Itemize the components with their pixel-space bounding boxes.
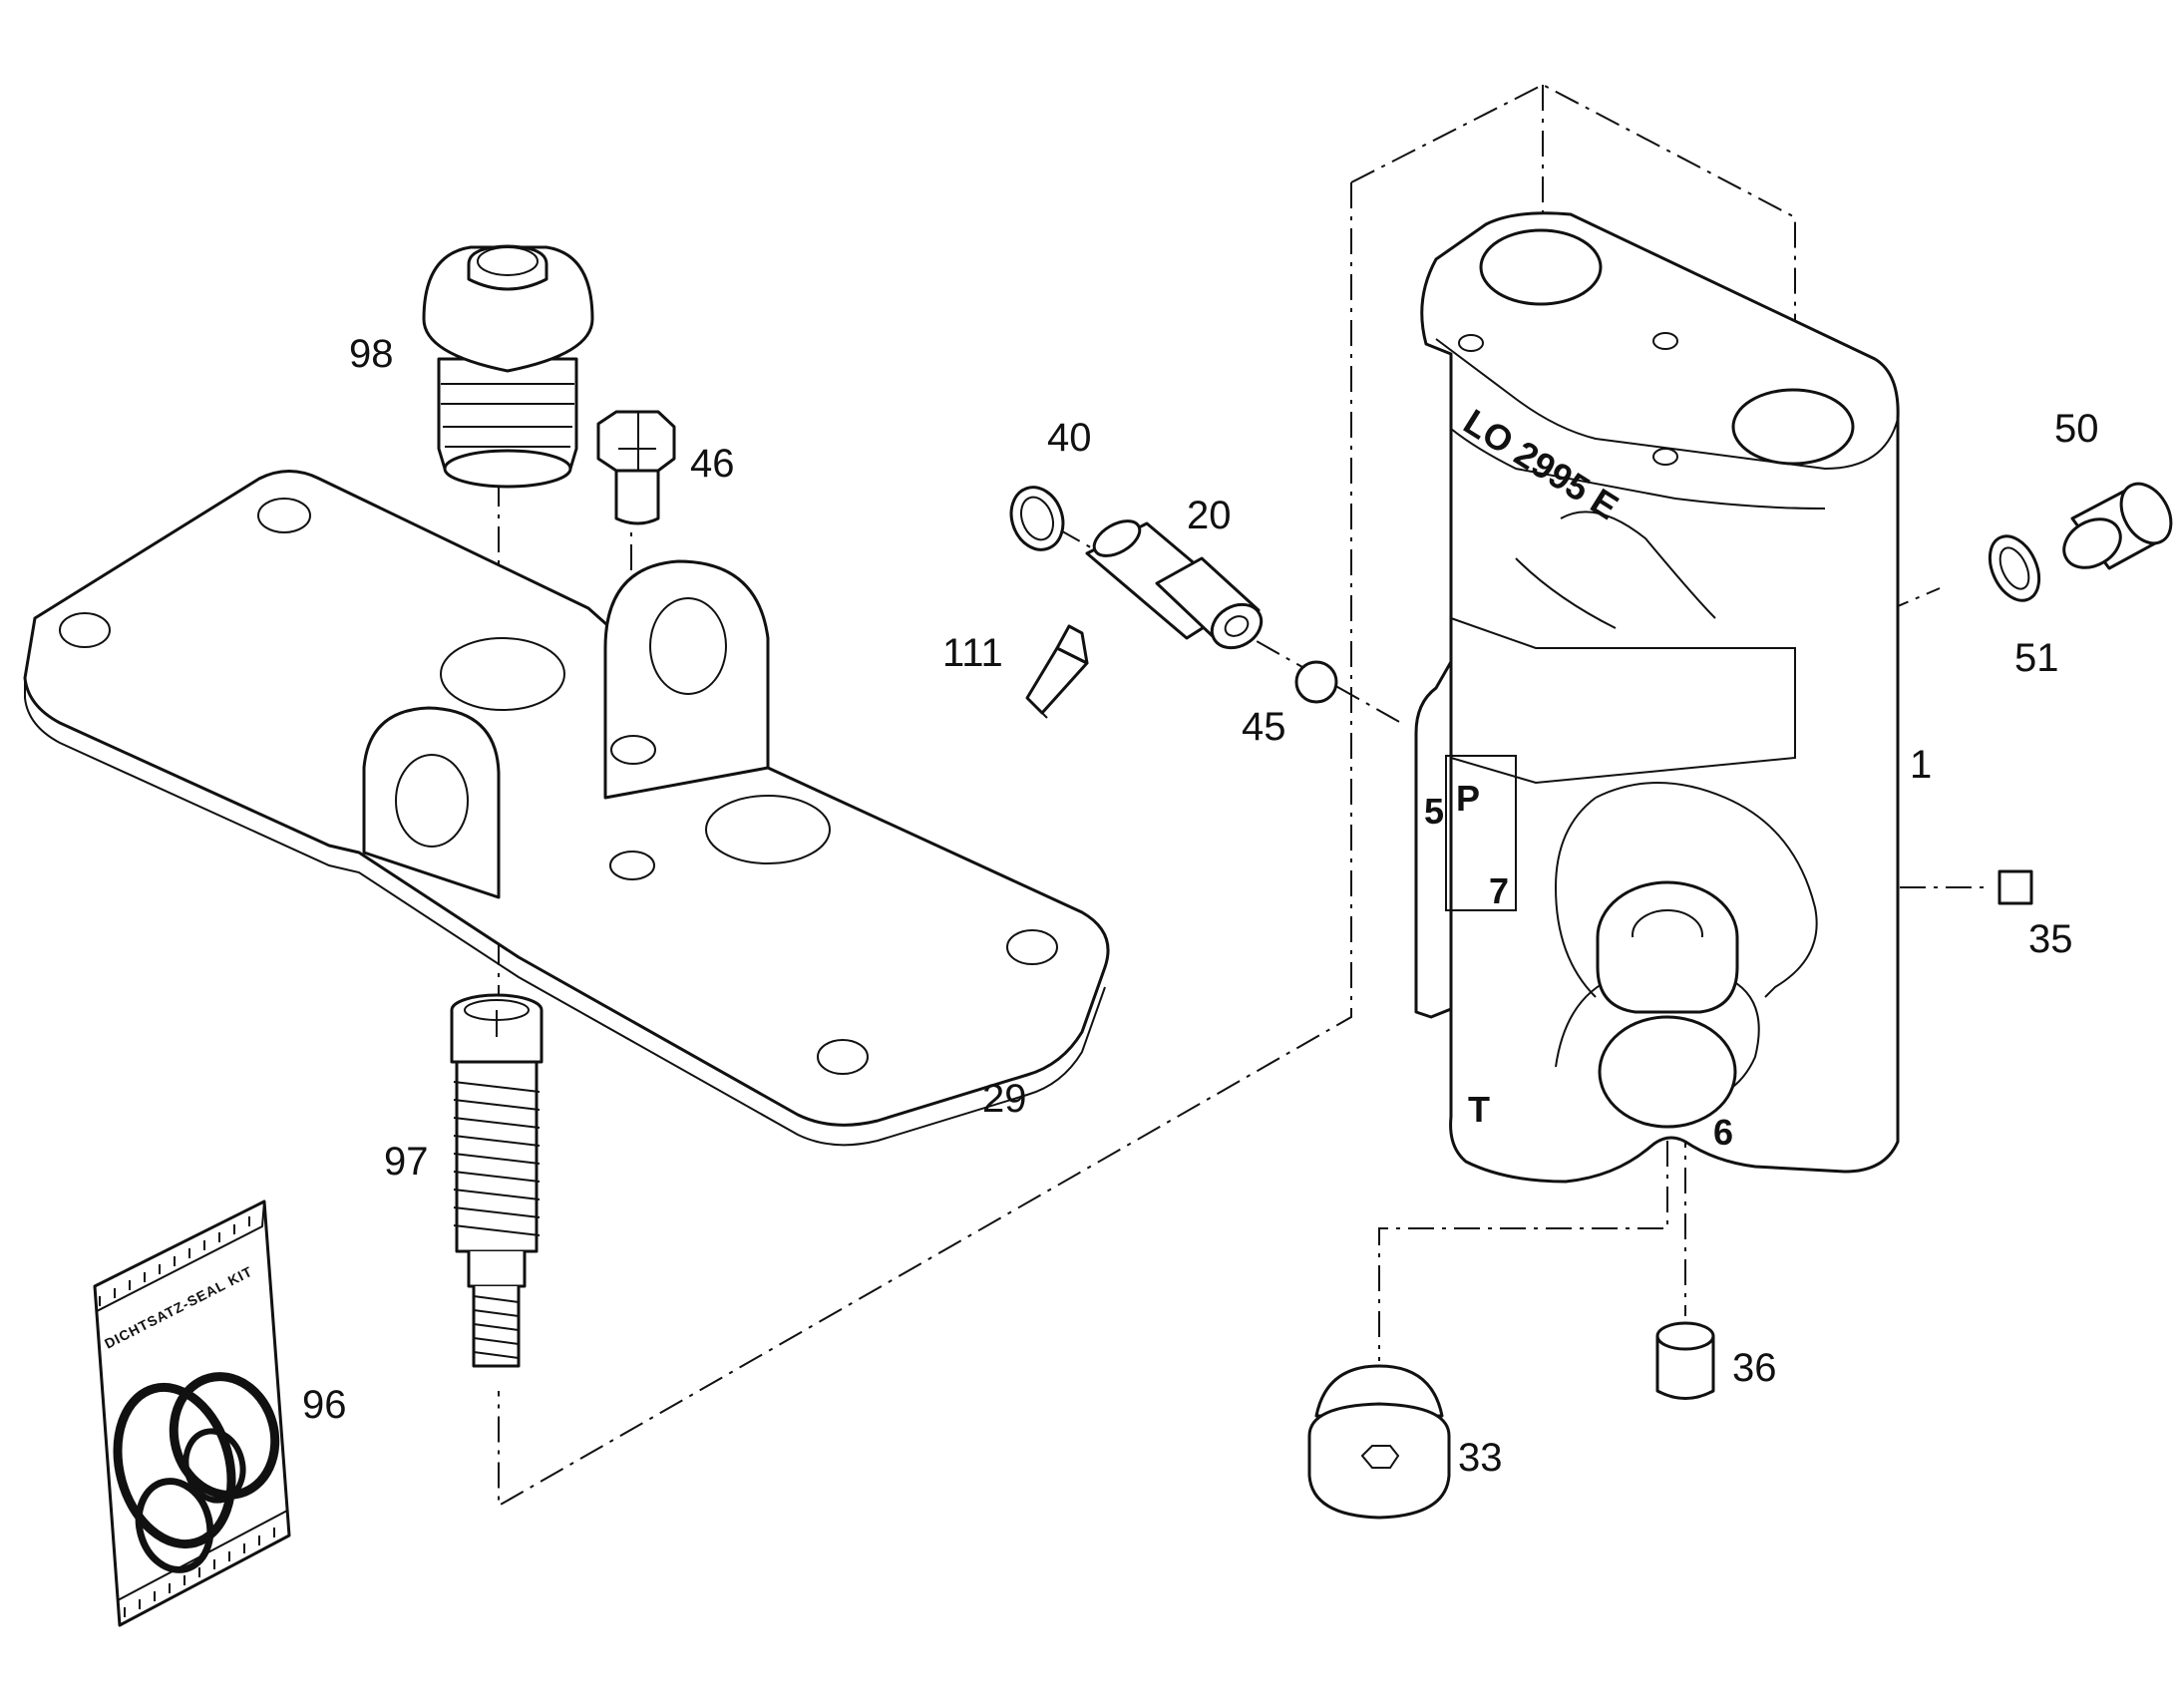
threaded-stud [450, 993, 544, 1368]
check-ball [1294, 660, 1338, 704]
seal-kit-bag: DICHTSATZ-SEAL KIT [93, 1199, 291, 1627]
end-plug [2062, 482, 2173, 570]
callout-111: 111 [942, 631, 1003, 675]
callout-36: 36 [1732, 1346, 1777, 1390]
callout-29: 29 [982, 1077, 1027, 1121]
sealant-tube [1025, 624, 1089, 719]
valve-cap [422, 244, 594, 489]
mounting-bracket [23, 470, 1110, 1147]
callout-1: 1 [1910, 743, 1932, 787]
port-label-t: T [1468, 1089, 1490, 1130]
callouts: 98 46 40 20 111 45 50 51 1 35 29 97 96 3… [302, 332, 2099, 1480]
callout-20: 20 [1187, 494, 1232, 537]
callout-98: 98 [349, 332, 394, 376]
port-label-5: 5 [1424, 791, 1444, 832]
callout-40: 40 [1047, 416, 1092, 460]
hex-bolt [596, 410, 676, 525]
port-label-6: 6 [1713, 1112, 1733, 1153]
dowel-pin [1655, 1321, 1715, 1400]
valve-housing: P 5 7 T 6 LO 2995 E [1414, 211, 1900, 1184]
port-label-p: P [1456, 778, 1480, 819]
square-seal [1998, 869, 2033, 905]
callout-51: 51 [2014, 636, 2059, 680]
seal-washer [1988, 534, 2041, 602]
port-label-7: 7 [1489, 870, 1509, 911]
retaining-ring [1009, 486, 1065, 551]
plug-screw [1307, 1364, 1451, 1520]
callout-46: 46 [690, 442, 735, 486]
callout-50: 50 [2054, 407, 2099, 451]
callout-96: 96 [302, 1383, 347, 1427]
callout-45: 45 [1242, 705, 1286, 749]
callout-33: 33 [1458, 1436, 1503, 1480]
valve-spool [1085, 519, 1264, 650]
callout-97: 97 [384, 1140, 429, 1184]
callout-35: 35 [2028, 917, 2073, 961]
